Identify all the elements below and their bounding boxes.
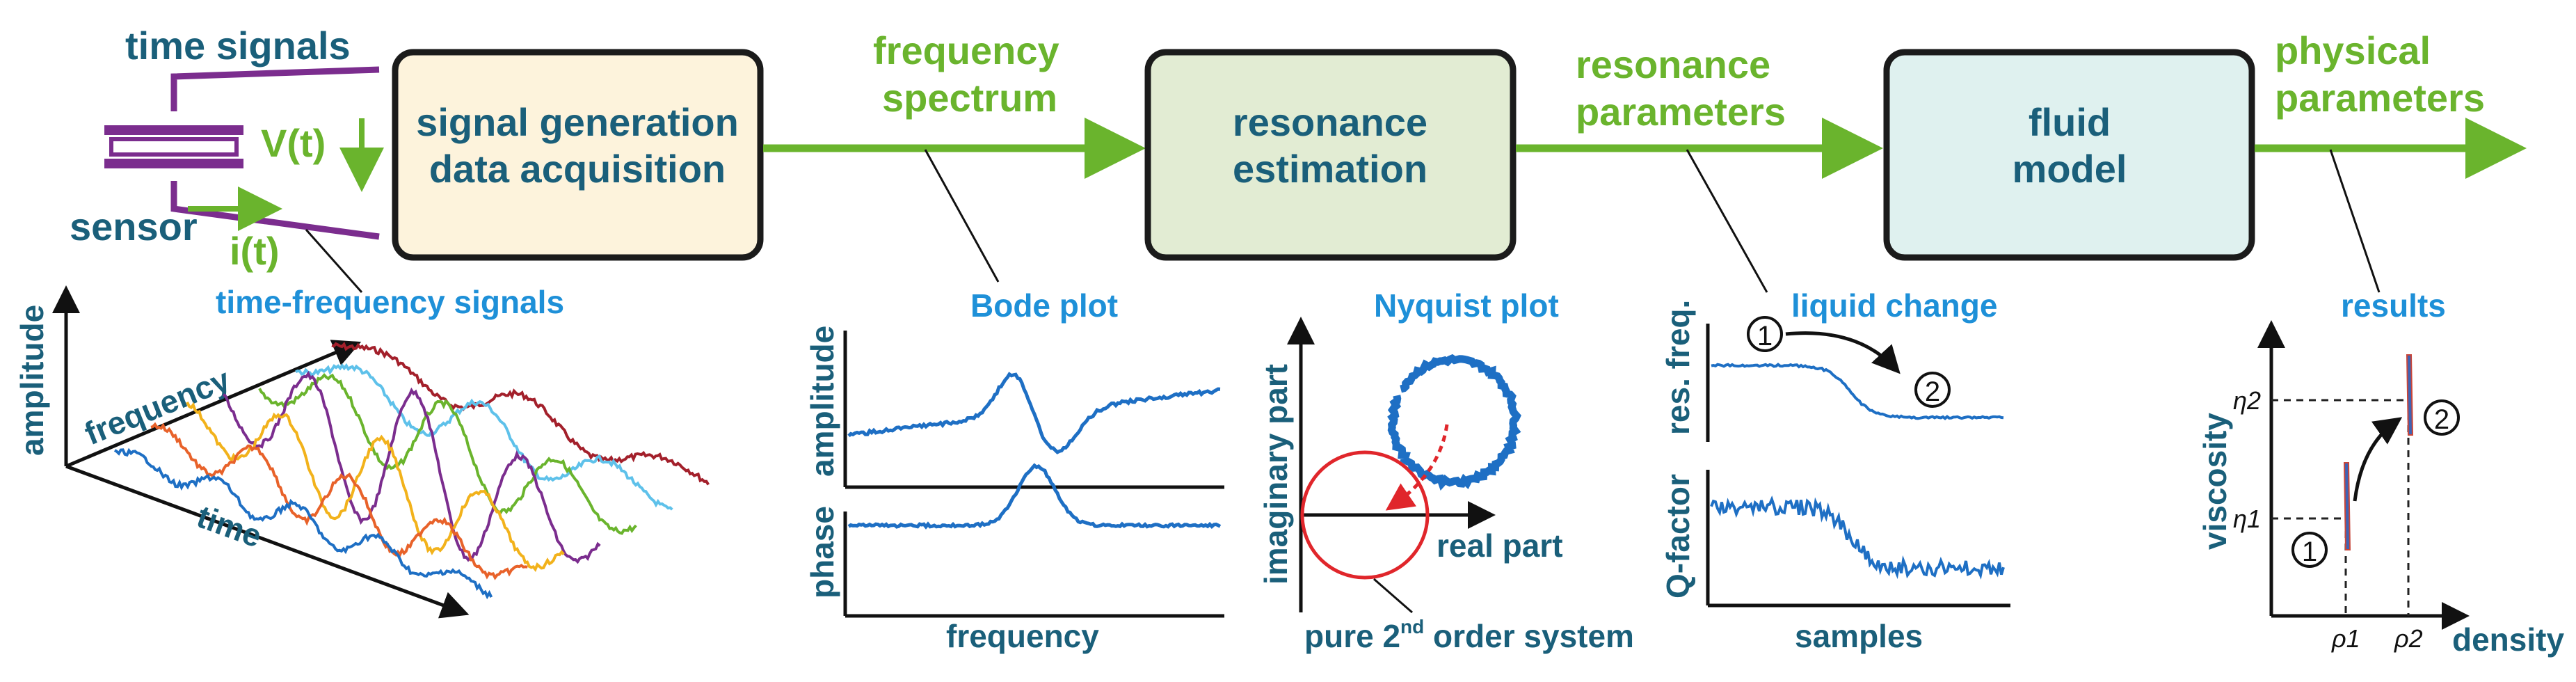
resonance-parameters-label-1: resonance — [1576, 42, 1770, 86]
samples-label: samples — [1795, 618, 1923, 654]
model-block: fluid model — [1883, 49, 2255, 261]
eta1-label: η1 — [2233, 505, 2261, 533]
result-cluster-2 — [2406, 354, 2414, 436]
results-state2-label: 2 — [2434, 404, 2449, 435]
bode-phase-label: phase — [804, 506, 840, 598]
results-state1-marker — [2291, 532, 2328, 568]
sensor-label: sensor — [70, 205, 198, 248]
time-frequency-plot: time-frequency signals amplitude frequen… — [14, 284, 710, 619]
qfactor-label: Q-factor — [1660, 474, 1696, 598]
results-plot: results 1 2 viscosity density η2 η1 ρ1 ρ… — [2197, 287, 2564, 658]
nyquist-real-label: real part — [1437, 528, 1563, 564]
rho1-label: ρ1 — [2331, 624, 2360, 653]
sensor-group: time signals sensor V(t) i(t) — [70, 24, 384, 273]
rho2-label: ρ2 — [2394, 624, 2423, 653]
estimation-block: resonance estimation — [1144, 49, 1517, 261]
nyquist-title: Nyquist plot — [1374, 287, 1559, 324]
bode-frequency-label: frequency — [946, 618, 1099, 654]
pointer-time-frequency — [305, 229, 363, 293]
tf-signal-3 — [186, 402, 565, 572]
sensor-lead-top — [170, 66, 380, 111]
bode-amplitude-label: amplitude — [804, 326, 840, 477]
nyquist-plot: Nyquist plot imaginary part real part pu… — [1258, 287, 1634, 654]
acquisition-block: signal generation data acquisition — [392, 49, 764, 261]
sensor-crystal — [109, 137, 239, 157]
tf-signal-2 — [150, 422, 528, 580]
results-change-arrow — [2353, 417, 2403, 502]
time-signals-label: time signals — [125, 24, 351, 68]
tf-amplitude-label: amplitude — [14, 305, 50, 456]
bode-amplitude-curve — [847, 372, 1221, 454]
estimation-line1: resonance — [1233, 100, 1427, 144]
model-line2: model — [2013, 147, 2127, 191]
sensor-plate-top — [104, 125, 243, 135]
nyquist-imag-label: imaginary part — [1258, 364, 1294, 585]
nyquist-shift-arrow — [1385, 424, 1449, 511]
estimation-line2: estimation — [1233, 147, 1427, 191]
results-state1-label: 1 — [2302, 537, 2317, 567]
pointer-results — [2329, 149, 2381, 293]
viscosity-label: viscosity — [2197, 413, 2233, 550]
liquid-state2-label: 2 — [1925, 376, 1940, 407]
physical-parameters-label-2: parameters — [2275, 76, 2485, 120]
tf-signal-1 — [113, 447, 493, 600]
liquid-change-title: liquid change — [1791, 287, 1997, 324]
tf-time-axis — [65, 464, 470, 619]
eta2-label: η2 — [2233, 386, 2261, 415]
liquid-state1-marker — [1747, 316, 1783, 352]
voltage-label: V(t) — [261, 121, 326, 165]
tf-time-label: time — [193, 498, 267, 555]
tf-signals — [113, 342, 710, 600]
liquid-change-plots: liquid change res. freq. Q-factor sample… — [1660, 287, 2010, 654]
current-label: i(t) — [230, 229, 280, 273]
physical-parameters-label-1: physical — [2275, 29, 2431, 72]
liquid-state2-marker — [1914, 372, 1951, 408]
sensor-plate-bottom — [104, 159, 243, 168]
model-line1: fluid — [2029, 100, 2111, 144]
resfreq-curve — [1711, 363, 2004, 420]
tf-signal-4 — [222, 370, 601, 564]
bode-plot: Bode plot amplitude phase frequency — [804, 287, 1224, 654]
pure-2nd-order-circle — [1300, 450, 1430, 580]
tf-signal-7 — [331, 342, 710, 486]
tf-signal-6 — [295, 363, 673, 511]
frequency-spectrum-label-2: spectrum — [882, 76, 1057, 120]
bode-phase-curve — [847, 463, 1222, 530]
results-title: results — [2341, 287, 2446, 324]
result-cluster-1 — [2343, 462, 2351, 550]
pure-system-label: pure 2nd order system — [1304, 616, 1634, 654]
pointer-bode — [924, 149, 1000, 283]
results-state2-marker — [2424, 399, 2460, 436]
acquisition-line2: data acquisition — [429, 147, 726, 191]
bode-title: Bode plot — [970, 287, 1118, 324]
pure-system-pointer — [1373, 578, 1413, 614]
acquisition-line1: signal generation — [416, 100, 739, 144]
nyquist-measured-loop — [1387, 354, 1521, 491]
sensor-lead-bottom — [170, 181, 380, 240]
liquid-change-arrow — [1785, 331, 1901, 374]
tf-frequency-axis — [65, 340, 362, 468]
density-label: density — [2452, 621, 2564, 658]
liquid-state1-label: 1 — [1757, 321, 1773, 351]
tf-signal-5 — [258, 373, 637, 535]
frequency-spectrum-label-1: frequency — [873, 29, 1059, 72]
time-frequency-title: time-frequency signals — [216, 284, 564, 320]
pointer-liquid — [1686, 149, 1768, 293]
resfreq-label: res. freq. — [1660, 300, 1696, 435]
resonance-parameters-label-2: parameters — [1576, 90, 1786, 134]
qfactor-curve — [1710, 495, 2005, 580]
